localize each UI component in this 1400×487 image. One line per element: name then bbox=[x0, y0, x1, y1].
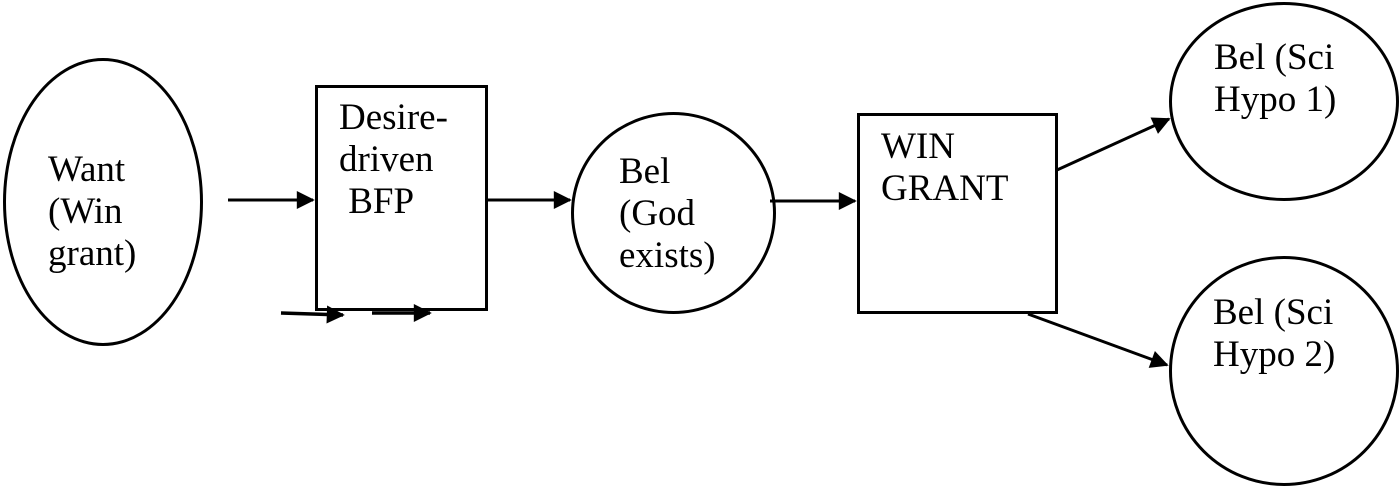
node-bel-sci-hypo-1 bbox=[1169, 2, 1399, 201]
node-win-grant bbox=[857, 113, 1058, 314]
desire-driven-bfp-label: Desire- driven BFP bbox=[339, 97, 448, 222]
edge-win-grant-to-bel-sci-1 bbox=[1056, 117, 1171, 172]
edge-win-grant-to-bel-sci-2 bbox=[1027, 312, 1169, 368]
want-label: Want (Win grant) bbox=[48, 149, 137, 274]
node-desire-driven-bfp bbox=[315, 85, 488, 311]
bel-sci-hypo-1-label: Bel (Sci Hypo 1) bbox=[1214, 37, 1337, 120]
node-bel-sci-hypo-2 bbox=[1169, 256, 1399, 486]
bfp-bottom-edge-arrow-1 bbox=[280, 305, 345, 324]
node-bel-god-exists bbox=[571, 112, 776, 314]
bel-sci-hypo-2-label: Bel (Sci Hypo 2) bbox=[1213, 292, 1336, 375]
bel-god-exists-label: Bel (God exists) bbox=[619, 151, 716, 276]
node-want bbox=[3, 58, 203, 346]
win-grant-label: WIN GRANT bbox=[881, 126, 1009, 209]
